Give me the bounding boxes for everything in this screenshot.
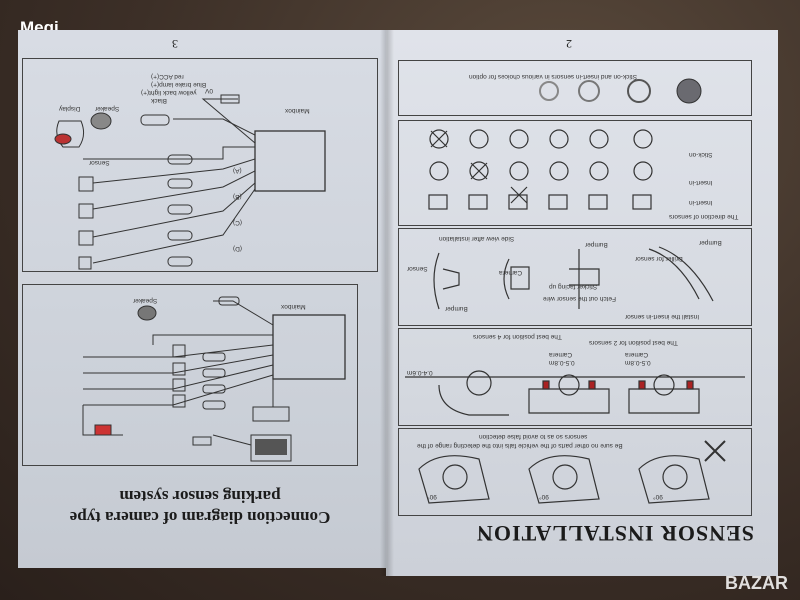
- page-fold: [380, 30, 394, 576]
- label-sticker: Sticker facing up: [549, 283, 598, 290]
- wire-note-2: Blue brake lamp(+): [151, 81, 207, 88]
- channel-c: (C): [233, 219, 243, 226]
- wire-note-4: Black: [151, 97, 167, 104]
- best-positions-drawing: [405, 370, 745, 416]
- label-insert-in-1: Insert-in: [689, 179, 713, 186]
- label-camera-install: Camera: [499, 269, 523, 276]
- bazar-logo: BAZAR: [725, 573, 788, 593]
- page-number-right: 2: [566, 37, 572, 51]
- label-angle-2: 90°: [539, 493, 549, 500]
- wiring-diagram-top: Mainbox Display Speaker Sensor 0V red AC…: [22, 58, 378, 272]
- channel-a: (A): [233, 167, 242, 174]
- label-power: 0V: [205, 87, 213, 94]
- label-driller: Driller for sensor: [635, 255, 683, 262]
- install-insert-drawing: [433, 246, 714, 310]
- label-mainbox-top: Mainbox: [285, 107, 310, 114]
- left-title-line-1: Connection diagram of camera type: [69, 508, 331, 527]
- left-title-line-2: parking sensor system: [119, 487, 281, 506]
- label-fetch: Fetch out the sensor wire: [543, 295, 616, 302]
- label-spacing-1: 0.5-0.8m: [549, 359, 575, 366]
- label-height: 0.4-0.6m: [407, 369, 433, 376]
- label-stick-on: Stick-on: [689, 151, 713, 158]
- label-best-2: The best position for 2 sensors: [589, 339, 678, 346]
- label-display-top: Display: [59, 105, 81, 112]
- sensor-direction-drawing: [428, 129, 653, 210]
- label-angle-1: 90°: [427, 493, 437, 500]
- label-spacing-2: 0.5-0.8m: [625, 359, 651, 366]
- channel-b: (B): [233, 193, 242, 200]
- label-direction: The direction of sensors: [669, 213, 739, 220]
- wire-note-3: yellow back light(+): [141, 89, 197, 96]
- label-insert-in-2: Insert-in: [689, 199, 713, 206]
- label-install-insert: Install the insert-in sensor: [625, 313, 700, 320]
- wiring-diagram-bottom-drawing: [82, 296, 346, 462]
- panel-sensor-direction: Stick-on Insert-in Insert-in The directi…: [398, 120, 752, 226]
- label-bumper-2: Bumper: [585, 241, 608, 248]
- channel-d: (D): [233, 245, 243, 252]
- wiring-diagram-top-drawing: [54, 94, 326, 270]
- label-bumper-1: Bumper: [699, 239, 722, 246]
- panel-sensor-options: Stick-on and insert-in sensors in variou…: [398, 60, 752, 116]
- label-sensor-top: Sensor: [89, 159, 110, 166]
- manual-page-left: [18, 30, 386, 568]
- wire-note-1: red ACC(+): [151, 73, 184, 80]
- label-sensor-install: Sensor: [407, 265, 428, 272]
- note-stick-or-insert: Stick-on and insert-in sensors in variou…: [469, 73, 637, 80]
- page-number-left: 3: [172, 37, 178, 51]
- label-camera-1: Camera: [549, 351, 573, 358]
- wiring-diagram-bottom: Mainbox Speaker: [22, 284, 358, 466]
- manual-page-right: [386, 30, 778, 576]
- note-false-detection-1: Be sure no other parts of the vehicle fa…: [417, 442, 623, 449]
- panel-best-positions: 0.4-0.6m Camera 0.5-0.8m Camera 0.5-0.8m…: [398, 328, 752, 426]
- false-detection-drawing: [418, 440, 726, 504]
- label-angle-3: 90°: [653, 493, 663, 500]
- sensor-options-drawing: [539, 78, 702, 104]
- left-page-title: Connection diagram of camera type parkin…: [40, 486, 360, 528]
- panel-false-detection: sensors so as to avoid false detection B…: [398, 428, 752, 516]
- panel-install-insert: Bumper Driller for sensor Bumper Sticker…: [398, 228, 752, 326]
- label-mainbox-bottom: Mainbox: [281, 303, 306, 310]
- right-page-title: SENSOR INSTALLATION: [476, 521, 754, 546]
- label-best-4: The best position for 4 sensors: [473, 333, 562, 340]
- label-camera-2: Camera: [625, 351, 649, 358]
- label-speaker-bottom: Speaker: [133, 297, 158, 304]
- note-false-detection-2: sensors so as to avoid false detection: [479, 433, 588, 440]
- label-speaker-top: Speaker: [95, 105, 120, 112]
- label-bumper-3: Bumper: [445, 305, 468, 312]
- label-side-view: Side view after installation: [439, 235, 515, 242]
